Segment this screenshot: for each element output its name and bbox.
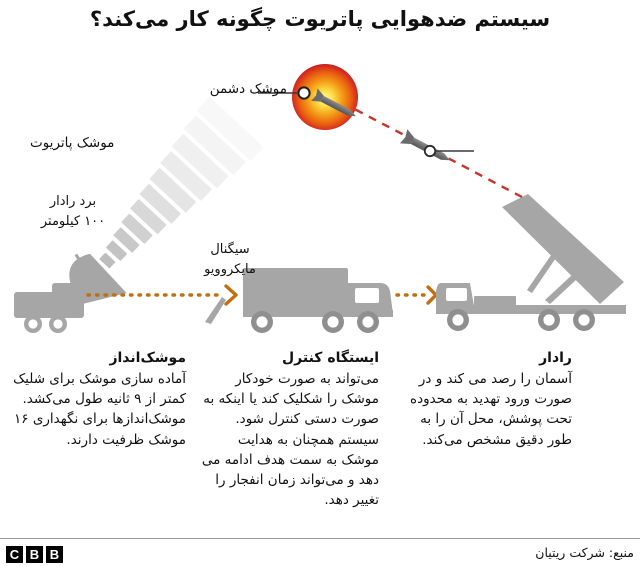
signal-arrow-control-to-launcher: [395, 285, 438, 305]
enemy-missile-explosion: [292, 64, 358, 130]
note-radar-range-line2: ۱۰۰ کیلومتر: [40, 213, 106, 229]
note-microwave-signal: سیگنال مایکروویو: [175, 240, 285, 279]
note-radar-range-line1: برد رادار: [49, 194, 97, 209]
column-radar-body: آسمان را رصد می کند و در صورت ورود تهدید…: [410, 370, 572, 448]
scene-svg: [14, 64, 626, 333]
radar-beam: [99, 97, 264, 269]
enemy-missile-marker: [297, 86, 311, 100]
note-radar-range: برد رادار ۱۰۰ کیلومتر: [18, 192, 128, 231]
column-radar-heading: رادار: [539, 350, 572, 366]
note-microwave-line2: مایکروویو: [204, 261, 256, 277]
column-control-station: ایستگاه کنترل می‌تواند به صورت خودکار مو…: [193, 349, 386, 534]
missile-trajectory: [344, 102, 523, 199]
bbc-logo-letter-1: B: [46, 546, 63, 563]
bbc-logo: B B C: [6, 546, 63, 563]
source-credit: منبع: شرکت ریتیان: [535, 545, 634, 560]
column-launcher-body: آماده سازی موشک برای شلیک کمتر از ۹ ثانی…: [13, 370, 186, 448]
page-title: سیستم ضدهوایی پاتریوت چگونه کار می‌کند؟: [89, 7, 551, 31]
patriot-missile-marker: [423, 144, 437, 158]
bbc-logo-letter-2: B: [26, 546, 43, 563]
column-launcher-heading: موشک‌انداز: [109, 350, 186, 366]
callout-enemy-missile: موشک دشمن: [209, 81, 287, 97]
radar-vehicle: [14, 253, 127, 333]
illustration-scene: [14, 64, 626, 333]
column-control-station-body: می‌تواند به صورت خودکار موشک را شکلیک کن…: [201, 370, 379, 509]
column-launcher: موشک‌انداز آماده سازی موشک برای شلیک کمت…: [0, 349, 193, 534]
bbc-logo-letter-3: C: [6, 546, 23, 563]
control-station-vehicle: [205, 268, 393, 333]
footer-divider: [0, 538, 640, 539]
signal-arrow-radar-to-control: [86, 284, 238, 306]
launcher-vehicle: [436, 194, 626, 331]
column-radar: رادار آسمان را رصد می کند و در صورت ورود…: [386, 349, 579, 534]
description-columns: موشک‌انداز آماده سازی موشک برای شلیک کمت…: [0, 349, 640, 534]
note-microwave-line1: سیگنال: [210, 242, 250, 257]
callout-patriot-missile: موشک پاتریوت: [30, 135, 115, 151]
column-control-station-heading: ایستگاه کنترل: [282, 350, 379, 366]
footer: B B C منبع: شرکت ریتیان: [0, 543, 640, 566]
